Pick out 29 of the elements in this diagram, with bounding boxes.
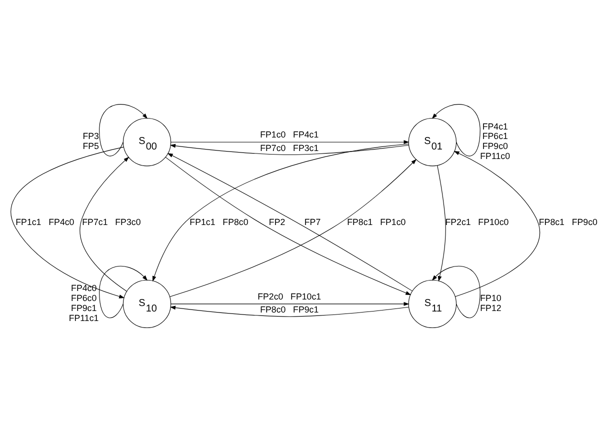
arrow <box>432 104 480 156</box>
arrow <box>11 146 125 298</box>
arrow <box>170 306 409 317</box>
edge-label: FP2 <box>268 217 286 228</box>
edge-label: FP8c1 FP1c0 <box>347 217 406 228</box>
edge-label: FP4c0 FP6c0 FP9c1 FP11c1 <box>68 283 99 324</box>
edge-label: FP3 FP5 <box>82 131 99 152</box>
edge-label: FP8c1 FP9c0 <box>538 217 598 228</box>
edge-label: FP1c1 FP4c0 <box>16 217 74 228</box>
arrow <box>454 151 540 297</box>
edge-label: FP2c1 FP10c0 <box>445 217 509 228</box>
arrow <box>99 104 148 156</box>
arrow <box>152 144 409 282</box>
edge-label: FP7c0 FP3c1 <box>260 142 319 153</box>
arrow <box>170 302 410 306</box>
edge-label: FP1c0 FP4c1 <box>260 130 319 140</box>
arrow <box>99 266 148 318</box>
edge-label: FP1c1 FP8c0 <box>190 217 248 228</box>
edge-label: FP8c0 FP9c1 <box>260 304 319 315</box>
edge-label: FP4c1 FP6c1 FP9c0 FP11c0 <box>480 121 510 162</box>
edge-label: FP2c0 FP10c1 <box>258 291 322 302</box>
edge-label: FP10 FP12 <box>480 293 502 314</box>
arrow <box>170 144 409 156</box>
arrow <box>170 140 410 144</box>
edge-label: FP7 <box>304 217 321 228</box>
edge-label: FP7c1 FP3c0 <box>82 217 141 228</box>
arrow <box>432 266 480 318</box>
arrow <box>437 165 446 282</box>
arrow <box>80 156 130 292</box>
